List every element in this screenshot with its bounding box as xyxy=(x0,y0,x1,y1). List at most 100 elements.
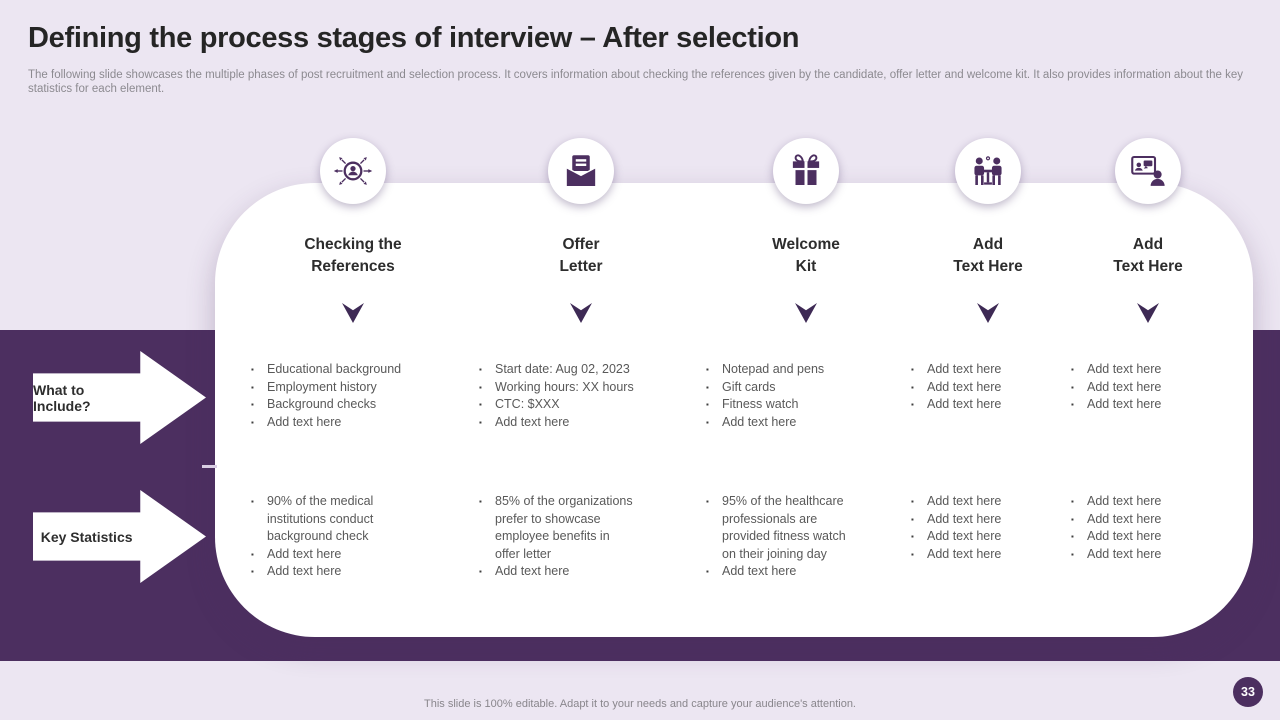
list-item-text: Add text here xyxy=(722,564,797,578)
page-title: Defining the process stages of interview… xyxy=(28,22,800,54)
bullet-icon: ▪ xyxy=(1071,532,1074,541)
include-list: ▪ Notepad and pens ▪ Gift cards ▪ Fitness wat… xyxy=(706,361,912,431)
list-item: ▪95% of the healthcare professionals are… xyxy=(706,493,912,563)
bullet-icon: ▪ xyxy=(479,497,482,506)
bullet-icon: ▪ xyxy=(1071,365,1074,374)
column-title: Add Text Here xyxy=(1113,236,1183,275)
bullet-icon: ▪ xyxy=(479,400,482,409)
stats-list: ▪95% of the healthcare professionals are… xyxy=(706,493,912,581)
list-item: ▪Add text here xyxy=(251,414,461,432)
list-item-text: Add text here xyxy=(267,414,342,429)
person-network-icon xyxy=(320,138,386,204)
list-item: ▪ Add text here xyxy=(911,379,1071,397)
bullet-icon: ▪ xyxy=(706,382,709,392)
content-panel xyxy=(215,183,1253,637)
bullet-icon: ▪ xyxy=(479,567,482,576)
list-item: ▪ Add text here xyxy=(1071,528,1231,546)
bullet-icon: ▪ xyxy=(706,417,709,427)
list-item: ▪Add text here xyxy=(251,563,461,581)
list-item: ▪Employment history xyxy=(251,379,461,397)
list-item-text: Fitness watch xyxy=(722,397,799,411)
list-item-text: Background checks xyxy=(267,397,377,411)
bullet-icon: ▪ xyxy=(479,417,482,427)
list-item: ▪Add text here xyxy=(1071,493,1231,511)
list-item: ▪ CTC: $XXX xyxy=(479,396,689,414)
list-item-text: Add text here xyxy=(927,494,1002,508)
bullet-icon: ▪ xyxy=(251,567,254,576)
list-item-text: Add text here xyxy=(1087,362,1162,376)
bullet-icon: ▪ xyxy=(251,549,254,559)
gift-icon xyxy=(773,138,839,204)
list-item-text: Gift cards xyxy=(722,379,776,394)
bullet-icon: ▪ xyxy=(1071,549,1074,559)
bullet-icon: ▪ xyxy=(251,365,254,374)
row-label-what-to-include: What to Include? xyxy=(33,381,91,414)
include-list: ▪ Add text here ▪ Add text here ▪ Add text he… xyxy=(911,361,1071,414)
divider-dash xyxy=(202,465,217,468)
page-number-badge: 33 xyxy=(1233,677,1263,707)
list-item: ▪85% of the organizations prefer to show… xyxy=(479,493,689,563)
bullet-icon: ▪ xyxy=(706,400,709,409)
list-item-text: Add text here xyxy=(1087,397,1162,411)
list-item: ▪Add text here xyxy=(911,546,1071,564)
bullet-icon: ▪ xyxy=(1071,400,1074,409)
row-label-key-statistics: Key Statistics xyxy=(40,528,133,545)
page-subtitle: The following slide showcases the multip… xyxy=(28,69,1243,95)
bullet-icon: ▪ xyxy=(706,365,709,374)
chevron-down-icon xyxy=(570,303,592,323)
column-offer-letter: Offer Letter ▪Start date: Aug 02, 2023▪W… xyxy=(473,130,689,642)
column-checking-references: Checking the References ▪Educational bac… xyxy=(245,130,461,642)
list-item-text: 90% of the medical institutions conduct … xyxy=(267,494,374,543)
offer-letter-icon xyxy=(548,138,614,204)
list-item-text: Working hours: XX hours xyxy=(495,379,634,394)
stats-list: ▪ 90% of the medical institutions conduct… xyxy=(251,493,461,581)
list-item: ▪ Add text here xyxy=(911,511,1071,529)
list-item: ▪Add text here xyxy=(1071,511,1231,529)
list-item-text: Notepad and pens xyxy=(722,362,825,376)
bullet-icon: ▪ xyxy=(1071,382,1074,392)
chevron-down-icon xyxy=(1137,303,1159,323)
list-item-text: Add text here xyxy=(1087,494,1162,508)
list-item: ▪ Add text here xyxy=(911,493,1071,511)
column-title: Offer Letter xyxy=(559,236,603,275)
bullet-icon: ▪ xyxy=(706,497,709,506)
chevron-down-icon xyxy=(977,303,999,323)
include-list: ▪Start date: Aug 02, 2023▪Working hours:… xyxy=(479,361,689,431)
list-item: ▪Add text here xyxy=(706,414,912,432)
stats-list: ▪ Add text here ▪ Add text here ▪ Add text he… xyxy=(911,493,1071,563)
bullet-icon: ▪ xyxy=(911,497,914,506)
list-item-text: Start date: Aug 02, 2023 xyxy=(495,362,630,376)
column-title: Add Text Here xyxy=(953,236,1023,275)
bullet-icon: ▪ xyxy=(911,365,914,374)
video-interview-icon xyxy=(1115,138,1181,204)
list-item-text: Add text here xyxy=(1087,529,1162,543)
bullet-icon: ▪ xyxy=(1071,514,1074,524)
stats-list: ▪ Add text here ▪ Add text here ▪ Add text he… xyxy=(1071,493,1231,563)
include-list: ▪Add text here▪Add text here▪Add text he… xyxy=(1071,361,1231,414)
chevron-down-icon xyxy=(795,303,817,323)
list-item: ▪Working hours: XX hours xyxy=(479,379,689,397)
list-item: ▪Add text here xyxy=(479,414,689,432)
bullet-icon: ▪ xyxy=(911,400,914,409)
list-item: ▪Add text here xyxy=(1071,379,1231,397)
list-item-text: Add text here xyxy=(1087,546,1162,561)
list-item-text: Add text here xyxy=(927,397,1002,411)
list-item-text: Add text here xyxy=(927,379,1002,394)
list-item-text: Add text here xyxy=(927,529,1002,543)
list-item-text: Add text here xyxy=(927,362,1002,376)
bullet-icon: ▪ xyxy=(911,532,914,541)
list-item-text: Employment history xyxy=(267,379,377,394)
list-item-text: Educational background xyxy=(267,362,402,376)
bullet-icon: ▪ xyxy=(706,567,709,576)
list-item: ▪ Add text here xyxy=(1071,546,1231,564)
list-item-text: CTC: $XXX xyxy=(495,397,560,411)
bullet-icon: ▪ xyxy=(911,382,914,392)
list-item: ▪ Add text here xyxy=(1071,361,1231,379)
list-item-text: Add text here xyxy=(927,511,1002,526)
list-item: ▪Start date: Aug 02, 2023 xyxy=(479,361,689,379)
list-item: ▪ Add text here xyxy=(911,361,1071,379)
list-item-text: Add text here xyxy=(267,546,342,561)
list-item: ▪ Fitness watch xyxy=(706,396,912,414)
column-add-text-2: Add Text Here ▪Add text here▪Add text he… xyxy=(1065,130,1231,642)
